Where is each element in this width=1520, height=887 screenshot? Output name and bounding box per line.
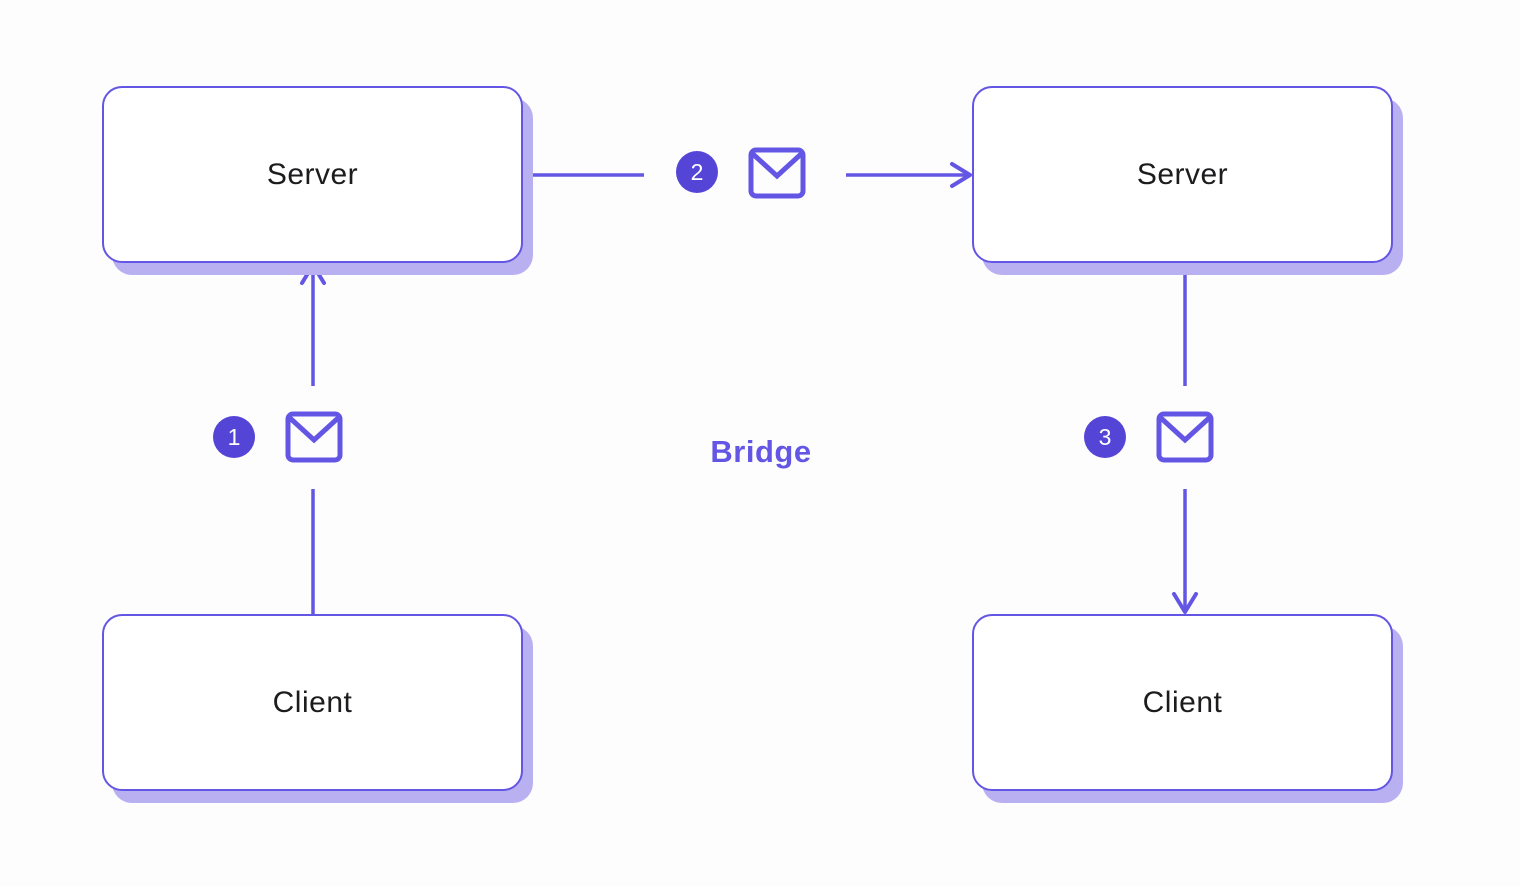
- step-badge-1: 1: [213, 416, 255, 458]
- bridge-label: Bridge: [710, 434, 812, 469]
- edge-1-arrowhead-up: [300, 263, 326, 285]
- envelope-icon: [748, 147, 806, 199]
- node-client-right-label: Client: [1142, 685, 1223, 719]
- step-badge-2-number: 2: [690, 158, 704, 185]
- node-client-left-label: Client: [272, 685, 353, 719]
- node-server-right-label: Server: [1136, 157, 1229, 191]
- edge-3-arrowhead-down: [1172, 592, 1198, 614]
- step-badge-3-number: 3: [1098, 423, 1112, 450]
- node-client-right: Client: [972, 614, 1393, 791]
- envelope-icon: [285, 411, 343, 463]
- node-server-left-label: Server: [266, 157, 359, 191]
- envelope-icon: [1156, 411, 1214, 463]
- step-badge-2: 2: [676, 151, 718, 193]
- edge-2-arrowhead-right: [950, 162, 972, 188]
- node-server-left: Server: [102, 86, 523, 263]
- step-badge-1-number: 1: [227, 423, 241, 450]
- node-server-right: Server: [972, 86, 1393, 263]
- step-badge-3: 3: [1084, 416, 1126, 458]
- node-client-left: Client: [102, 614, 523, 791]
